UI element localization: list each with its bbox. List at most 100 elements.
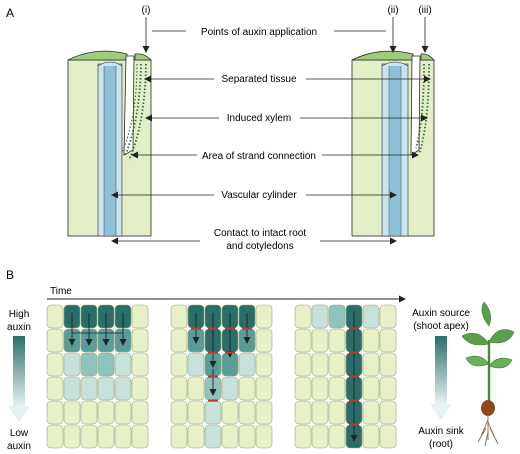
cell [328, 352, 346, 377]
cell [63, 424, 81, 449]
cell [328, 376, 346, 401]
right-induced-xylem-1 [415, 63, 425, 149]
panel-b-label: B [6, 268, 14, 282]
cell [379, 400, 397, 425]
label-contact-line2: and cotyledons [226, 241, 293, 252]
left-stem-top [67, 50, 128, 61]
cell [97, 400, 115, 425]
label-induced-xylem: Induced xylem [227, 113, 291, 124]
cell [362, 424, 380, 449]
cell [97, 424, 115, 449]
label-contact-line1: Contact to intact root [214, 228, 306, 239]
cell-grids [46, 304, 397, 449]
time-label: Time [50, 286, 72, 297]
cell [294, 400, 312, 425]
cell [80, 352, 98, 377]
cell [362, 304, 380, 329]
seedling-icon [461, 301, 515, 447]
right-stem [351, 50, 435, 237]
cell [131, 328, 149, 353]
cell [311, 352, 329, 377]
right-scale-bottom-line2: (root) [429, 439, 453, 450]
cell [170, 352, 188, 377]
cell [80, 400, 98, 425]
left-stem [67, 50, 152, 237]
left-vascular-dome [97, 61, 123, 67]
left-induced-xylem-1 [124, 63, 142, 157]
cell [362, 376, 380, 401]
cell [328, 328, 346, 353]
cell [311, 328, 329, 353]
label-iii: (iii) [418, 5, 431, 16]
cell [379, 304, 397, 329]
left-cut [123, 55, 135, 156]
cell-grid-1 [46, 304, 149, 449]
label-strand-connection: Area of strand connection [202, 151, 316, 162]
membrane-marker [208, 399, 218, 402]
label-ii: (ii) [387, 5, 398, 16]
left-scale-top-line1: High [9, 309, 30, 320]
cell [170, 304, 188, 329]
cell [255, 304, 273, 329]
cell [170, 400, 188, 425]
cell [187, 400, 205, 425]
membrane-marker [349, 327, 359, 330]
cell [46, 304, 64, 329]
panel-b: B Time High auxin Low auxin Auxin source… [6, 268, 515, 452]
cell [294, 328, 312, 353]
cell [131, 304, 149, 329]
right-stem-flap-top [420, 53, 435, 61]
cell [362, 328, 380, 353]
membrane-marker [208, 375, 218, 378]
cell [238, 400, 256, 425]
cell [63, 400, 81, 425]
cell [204, 400, 222, 425]
membrane-marker [208, 351, 218, 354]
cell [97, 376, 115, 401]
cell [255, 376, 273, 401]
cell [328, 304, 346, 329]
cell [379, 352, 397, 377]
cell [80, 424, 98, 449]
cell [114, 352, 132, 377]
cell [80, 376, 98, 401]
cell-grid-2 [170, 304, 273, 449]
cell [311, 424, 329, 449]
cell [238, 352, 256, 377]
cell [221, 400, 239, 425]
cell [311, 376, 329, 401]
membrane-marker [191, 327, 201, 330]
cell [46, 400, 64, 425]
cell [255, 400, 273, 425]
cell [379, 376, 397, 401]
membrane-marker [349, 399, 359, 402]
right-scale-top-line1: Auxin source [412, 308, 470, 319]
cell [170, 376, 188, 401]
right-scale-bottom-line1: Auxin sink [418, 426, 465, 437]
label-points-of-application: Points of auxin application [201, 27, 317, 38]
cell [294, 424, 312, 449]
cell [328, 424, 346, 449]
cell [238, 376, 256, 401]
left-stem-flap-top [134, 53, 152, 61]
cell [114, 424, 132, 449]
cell [204, 424, 222, 449]
right-stem-top [351, 50, 414, 61]
label-separated-tissue: Separated tissue [221, 74, 296, 85]
cell [379, 424, 397, 449]
cell [221, 376, 239, 401]
cell [46, 424, 64, 449]
panel-a: A (i) (ii) (iii) [6, 5, 435, 252]
left-induced-xylem-3 [121, 63, 138, 153]
cell [46, 352, 64, 377]
cell [255, 352, 273, 377]
cell [170, 328, 188, 353]
cell [362, 352, 380, 377]
cell [187, 352, 205, 377]
right-vascular-core [388, 63, 402, 237]
cell [362, 400, 380, 425]
membrane-marker [349, 351, 359, 354]
cell-grid-3 [294, 304, 397, 449]
cell [294, 376, 312, 401]
